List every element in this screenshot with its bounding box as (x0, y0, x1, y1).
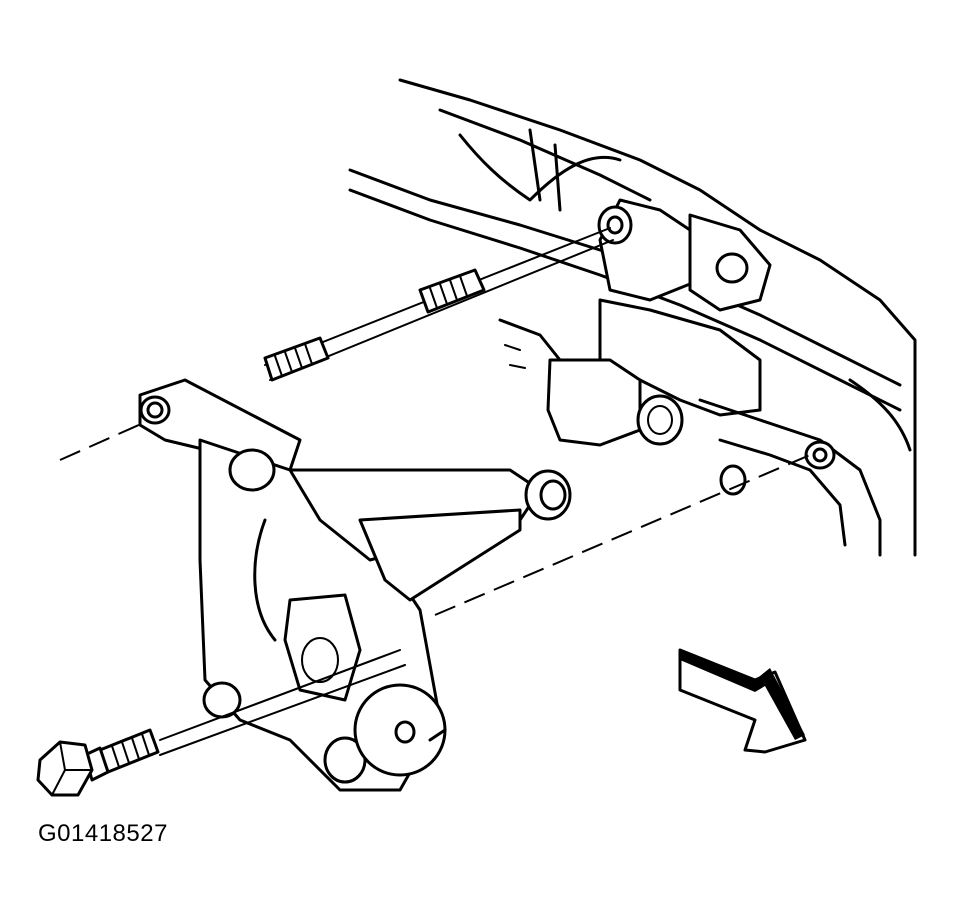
forward-arrow-icon (678, 648, 807, 754)
hex-bolt (36, 649, 406, 797)
alignment-lines (59, 419, 811, 616)
stud (263, 227, 614, 382)
mounting-bracket (138, 378, 572, 792)
engine-block (348, 78, 917, 557)
figure-code: G01418527 (38, 820, 168, 847)
